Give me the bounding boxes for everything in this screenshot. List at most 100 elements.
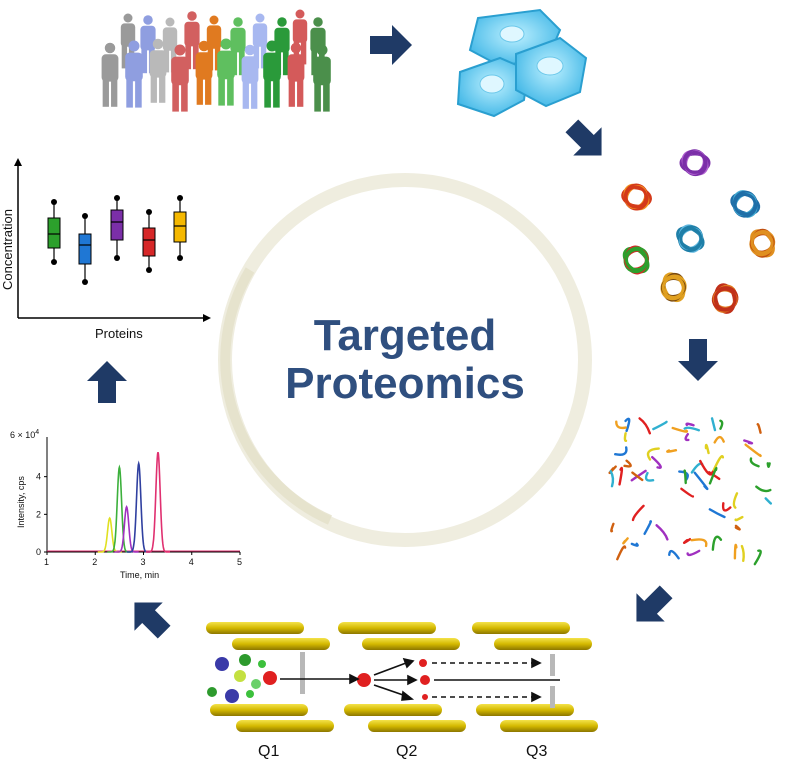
person-silhouette <box>171 44 189 112</box>
peptide-strand <box>756 423 762 434</box>
arrow-ms-to-chromatogram <box>134 602 171 639</box>
peptide-strand <box>684 432 690 442</box>
person-silhouette <box>313 44 331 112</box>
peptide-strand <box>690 538 708 548</box>
peptide-strand <box>744 443 762 458</box>
peptide-strand <box>710 417 717 432</box>
person-silhouette <box>217 38 235 106</box>
center-title-line2: Proteomics <box>285 359 525 408</box>
peptide-strand <box>764 497 773 505</box>
peptide-strand <box>732 492 739 509</box>
peptide-strand <box>693 471 709 491</box>
peptide-strand <box>734 524 741 531</box>
arrow-people-to-cells <box>370 25 412 65</box>
person-silhouette <box>101 42 119 107</box>
folded-protein <box>749 228 776 258</box>
folded-protein <box>730 190 761 218</box>
x-tick-label: 4 <box>189 557 194 567</box>
chromatogram-xlabel: Time, min <box>120 570 159 580</box>
peptide-strand <box>614 446 628 456</box>
center-ring <box>218 173 592 547</box>
q3-label: Q3 <box>526 743 547 760</box>
folded-protein <box>676 224 705 253</box>
q1-label: Q1 <box>258 743 279 760</box>
peptide-strand <box>699 459 714 476</box>
q1-rods <box>206 622 334 732</box>
arrow-proteins-to-peptides <box>678 339 718 381</box>
ions <box>207 654 430 703</box>
chromatogram-ymax-label: 6 × 104 <box>10 429 39 440</box>
arrow-peptides-to-ms <box>636 585 673 622</box>
y-tick-label: 0 <box>36 547 41 557</box>
peptide-strand <box>686 549 701 557</box>
peptide-strand <box>652 420 668 431</box>
peptide-strand <box>733 543 738 560</box>
boxplot-xlabel: Proteins <box>95 326 143 341</box>
folded-proteins-image <box>621 149 776 314</box>
peptide-strand <box>683 426 701 432</box>
peptide-strand <box>650 455 662 469</box>
folded-protein <box>660 272 687 303</box>
boxplot-box <box>78 213 92 285</box>
peptide-strand <box>671 426 689 433</box>
peptide-strand <box>719 419 724 430</box>
boxplot-box <box>173 195 187 261</box>
peptide-strand <box>638 417 652 435</box>
boxplot-box <box>47 199 61 265</box>
chromatogram-peak <box>97 516 122 553</box>
peptide-strand <box>646 447 660 461</box>
boxplot-chart: Concentration Proteins <box>0 158 211 341</box>
x-tick-label: 5 <box>237 557 242 567</box>
peptide-strand <box>668 549 680 560</box>
person-silhouette <box>287 42 305 107</box>
peptide-strand <box>685 422 695 427</box>
person-silhouette <box>195 40 213 105</box>
folded-protein <box>679 149 711 177</box>
x-tick-label: 3 <box>141 557 146 567</box>
peptide-strand <box>615 420 627 430</box>
peptide-strand <box>743 439 754 445</box>
peptide-strand <box>755 485 772 493</box>
boxplot-ylabel: Concentration <box>0 209 15 290</box>
x-tick-label: 2 <box>92 557 97 567</box>
peptide-strand <box>721 502 732 512</box>
folded-protein <box>621 183 652 211</box>
quadrupole-diagram: Q1 Q2 Q3 <box>206 622 598 760</box>
arrow-chromatogram-to-boxplot <box>87 361 127 403</box>
cells-image <box>456 8 588 118</box>
person-silhouette <box>263 40 281 108</box>
boxplot-box <box>110 195 124 261</box>
peptide-strand <box>711 535 723 551</box>
peptide-strand <box>682 537 692 545</box>
q2-rods <box>338 622 466 732</box>
center-title-line1: Targeted <box>313 311 497 360</box>
peptide-strand <box>683 469 687 485</box>
person-silhouette <box>241 44 259 109</box>
peptide-strand <box>711 455 725 474</box>
peptide-strand <box>630 469 647 482</box>
peptide-strand <box>734 515 744 522</box>
peptide-strand <box>608 465 617 475</box>
peptide-strand <box>623 459 632 468</box>
chromatogram-peak <box>114 505 139 553</box>
arrow-cells-to-proteins <box>565 119 602 156</box>
x-tick-label: 1 <box>44 557 49 567</box>
peptide-strand <box>622 537 629 545</box>
folded-protein <box>622 245 650 275</box>
people-crowd-image <box>101 9 331 112</box>
peptide-strand <box>631 471 644 482</box>
peptide-strand <box>749 457 760 468</box>
peptide-strand <box>616 545 627 561</box>
peptide-strand <box>753 549 762 566</box>
peptide-strand <box>708 508 726 519</box>
peptide-strand <box>690 462 704 474</box>
peptide-strand <box>713 435 725 444</box>
chromatogram-ylabel: Intensity, cps <box>16 476 26 528</box>
peptide-strand <box>623 432 628 443</box>
peptide-strand <box>631 504 645 522</box>
center-title: Targeted Proteomics <box>240 312 570 408</box>
peptide-strand <box>655 524 669 541</box>
peptide-strand <box>618 466 624 486</box>
